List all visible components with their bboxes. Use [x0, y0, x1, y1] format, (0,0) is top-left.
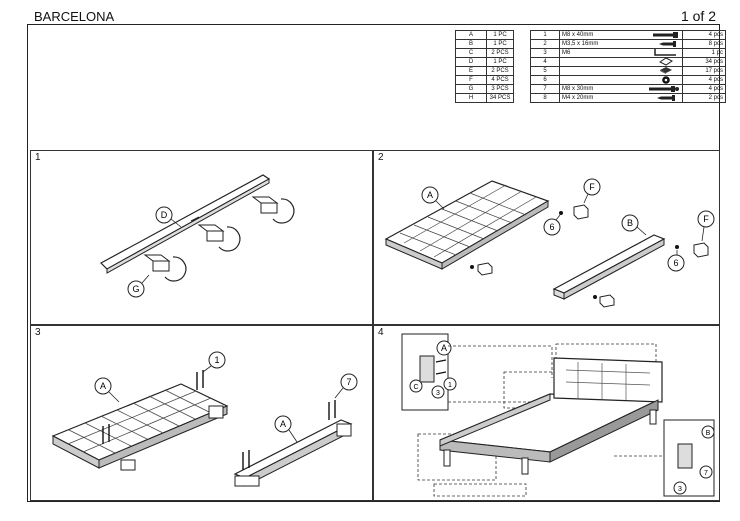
part-letter: F — [455, 75, 487, 85]
step-number: 4 — [378, 327, 384, 338]
callout-label: A — [100, 381, 106, 391]
part-qty: 1 PC — [486, 57, 514, 67]
table-row: 4 34 pcs — [530, 57, 726, 67]
hardware-desc: M8 x 30mm — [562, 86, 594, 92]
step-3-panel: 3 A 1 A — [30, 325, 373, 501]
screw-icon — [657, 95, 675, 101]
hardware-qty: 1 pc — [682, 48, 726, 58]
callout-label: 7 — [346, 377, 351, 387]
part-letter: C — [455, 48, 487, 58]
part-letter: E — [455, 66, 487, 76]
table-row: 1 M8 x 40mm 4 pcs — [530, 30, 726, 40]
bolt-icon — [653, 32, 678, 38]
page-number: 1 of 2 — [680, 8, 716, 24]
bolt-icon — [649, 86, 679, 92]
callout-label: G — [132, 284, 139, 294]
part-qty: 1 PC — [486, 39, 514, 49]
callout-label: F — [589, 182, 595, 192]
step-2-panel: 2 A F 6 B F — [373, 150, 720, 325]
hardware-number: 3 — [530, 48, 560, 58]
callout-label: 3 — [436, 390, 440, 397]
callout-label: B — [627, 218, 633, 228]
part-letter: H — [455, 93, 487, 103]
hardware-qty: 4 pcs — [682, 84, 726, 94]
table-row: 2 M3,5 x 16mm 8 pcs — [530, 39, 726, 49]
callout-label: C — [413, 384, 418, 391]
document-title: BARCELONA — [34, 9, 115, 24]
bracket-g — [197, 224, 241, 252]
hardware-number: 1 — [530, 30, 560, 40]
washer-icon — [659, 57, 673, 66]
table-row: 8 M4 x 20mm 2 pcs — [530, 93, 726, 103]
step-number: 3 — [35, 327, 41, 338]
step-4-illustration: A C 3 1 B — [401, 333, 715, 497]
cap-icon — [660, 67, 672, 74]
bracket-g — [143, 254, 187, 282]
part-qty: 2 PCS — [486, 48, 514, 58]
part-letter: A — [455, 30, 487, 40]
hardware-number: 7 — [530, 84, 560, 94]
step-3-illustration: A 1 A 7 — [51, 351, 358, 487]
callout-label: 1 — [448, 382, 452, 389]
callout-label: A — [280, 419, 286, 429]
table-row: 7 M8 x 30mm 4 pcs — [530, 84, 726, 94]
callout-label: B — [706, 430, 711, 437]
nut-icon — [662, 76, 670, 84]
part-qty: 4 PCS — [486, 75, 514, 85]
callout-label: F — [703, 214, 709, 224]
part-qty: 3 PCS — [486, 84, 514, 94]
hardware-number: 8 — [530, 93, 560, 103]
callout-label: 6 — [549, 222, 554, 232]
allen-key-icon — [654, 49, 676, 56]
bracket-g — [251, 196, 295, 224]
hardware-qty: 17 pcs — [682, 66, 726, 76]
screw-icon — [659, 41, 676, 47]
hardware-qty: 2 pcs — [682, 93, 726, 103]
callout-label: A — [427, 190, 433, 200]
step-1-illustration: D G — [100, 174, 295, 298]
hardware-qty: 4 pcs — [682, 75, 726, 85]
hardware-qty: 4 pcs — [682, 30, 726, 40]
callout-label: 1 — [214, 355, 219, 365]
table-row: 5 17 pcs — [530, 66, 726, 76]
hardware-number: 5 — [530, 66, 560, 76]
callout-label: 7 — [704, 470, 708, 477]
part-qty: 1 PC — [486, 30, 514, 40]
hardware-number: 6 — [530, 75, 560, 85]
step-2-illustration: A F 6 B F 6 — [384, 178, 715, 308]
hardware-number: 2 — [530, 39, 560, 49]
part-qty: 2 PCS — [486, 66, 514, 76]
step-4-panel: 4 A C 3 1 — [373, 325, 720, 501]
step-number: 1 — [35, 152, 41, 163]
callout-label: D — [161, 210, 168, 220]
part-qty: 34 PCS — [486, 93, 514, 103]
table-row: 3 M6 1 pc — [530, 48, 726, 58]
callout-label: 3 — [678, 486, 682, 493]
hardware-number: 4 — [530, 57, 560, 67]
step-number: 2 — [378, 152, 384, 163]
step-1-panel: 1 D G — [30, 150, 373, 325]
part-letter: D — [455, 57, 487, 67]
hardware-qty: 8 pcs — [682, 39, 726, 49]
hardware-qty: 34 pcs — [682, 57, 726, 67]
hardware-desc: M8 x 40mm — [562, 32, 594, 38]
hardware-desc: M4 x 20mm — [562, 95, 594, 101]
callout-label: A — [441, 343, 447, 353]
part-letter: B — [455, 39, 487, 49]
part-letter: G — [455, 84, 487, 94]
table-row: 6 4 pcs — [530, 75, 726, 85]
hardware-desc: M3,5 x 16mm — [562, 41, 599, 47]
hardware-list-table: 1 M8 x 40mm 4 pcs 2 M3,5 x 16mm 8 pcs 3 … — [530, 30, 726, 103]
callout-label: 6 — [673, 258, 678, 268]
hardware-desc: M6 — [562, 50, 571, 56]
